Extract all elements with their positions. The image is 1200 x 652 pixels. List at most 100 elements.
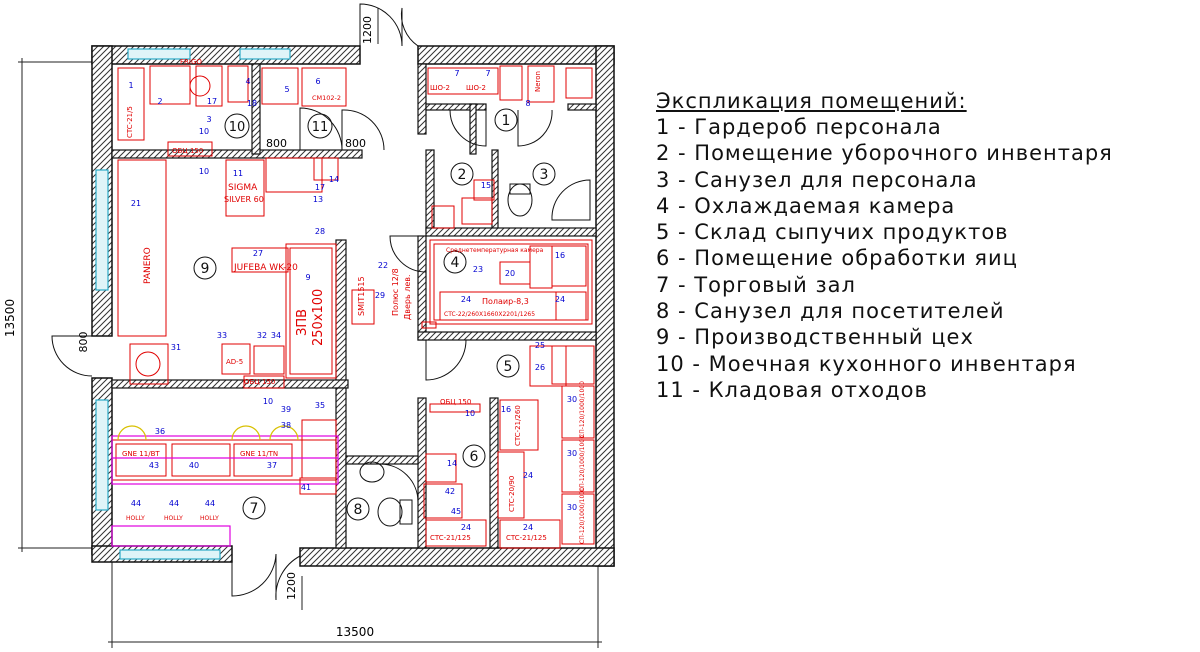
room-label-3: 3 [540,167,549,183]
room-label-5: 5 [504,359,513,375]
eq-num-30a: 30 [567,395,577,404]
eq-num-24e: 24 [523,471,533,480]
eq-num-38: 38 [281,421,291,430]
eq-text-zpv: 250x100 [311,289,326,346]
eq-text-holly-3: HOLLY [200,515,219,522]
eq-num-1: 1 [128,81,133,90]
eq-num-7b: 7 [485,69,490,78]
eq-text-shelf-3: СП-120/1000/1000 [579,487,586,544]
eq-text-obsh-3: ОБЦ 150 [440,398,471,406]
eq-text-zpv2: ЗПВ [295,309,310,336]
eq-text-panero: PANERO [143,247,153,284]
eq-num-41: 41 [301,483,311,492]
dimension-lines [18,8,602,648]
eq-text-ctc2: CTC-22/260X1660X2201/1265 [444,311,535,318]
legend-item-1: 1 - Гардероб персонала [656,115,942,139]
legend-item-3: 3 - Санузел для персонала [656,167,978,192]
legend-item-4: 4 - Охлаждаемая камера [656,193,956,218]
eq-num-13: 13 [313,195,323,204]
eq-num-14b: 14 [447,459,457,468]
eq-text-sho-2: ШО-2 [466,84,486,92]
eq-text-door: Дверь лев. [403,274,412,320]
room-label-9: 9 [201,261,210,277]
eq-num-17b: 17 [315,183,325,192]
eq-num-30b: 30 [567,449,577,458]
equipment [111,65,595,549]
legend-item-8: 8 - Санузел для посетителей [656,299,1005,324]
room-label-10: 10 [229,120,246,135]
eq-num-24c: 24 [461,523,471,532]
eq-num-22: 22 [378,261,388,270]
eq-num-24a: 24 [461,295,471,304]
chairs [117,425,299,441]
eq-num-44b: 44 [169,499,179,508]
eq-num-30c: 30 [567,503,577,512]
eq-num-17a: 17 [207,97,217,106]
eq-text-frigo: FRIGO [180,58,202,66]
eq-text-holly-1: HOLLY [126,515,145,522]
eq-num-4: 4 [245,77,250,86]
equipment-labels: FRIGO CTC-21/5 CM102-2 ШО-2 ШО-2 Neron О… [122,58,586,544]
eq-num-26: 26 [535,363,545,372]
eq-num-14a: 14 [329,175,339,184]
eq-num-7a: 7 [454,69,459,78]
eq-text-smit: SMIT1515 [357,276,366,316]
display-counter-lines [111,435,339,547]
room-legend: Экспликация помещений: 1 - Гардероб перс… [656,88,1200,403]
eq-text-obsh-1: ОБЦ 150 [172,147,203,155]
eq-text-ctc-1: CTC-21/5 [126,106,134,138]
eq-text-ctc-b1: CTC-21/125 [430,534,471,542]
eq-text-obsh-2: ОБЦ 150 [244,378,275,386]
eq-num-8: 8 [525,99,530,108]
eq-num-28: 28 [315,227,325,236]
eq-num-2: 2 [157,97,162,106]
sanitary-fixtures [359,179,591,527]
eq-num-25: 25 [535,341,545,350]
legend-item-5: 5 - Склад сыпучих продуктов [656,220,1009,245]
eq-num-24d: 24 [523,523,533,532]
eq-text-sigma: SIGMA [228,183,258,193]
eq-num-16a: 16 [555,251,565,260]
dim-door-mid-2: 800 [345,137,366,150]
room-labels: 1 2 3 4 5 6 7 8 9 10 11 [193,108,556,521]
eq-text-polar: Полаир-8,3 [482,297,529,306]
legend-item-9: 9 - Производственный цех [656,325,974,350]
eq-text-shelf-1: СП-120/1000/1000 [579,381,586,438]
outer-walls [91,45,615,567]
eq-text-ad: AD-5 [226,358,243,366]
eq-num-11: 11 [233,169,243,178]
eq-num-45: 45 [451,507,461,516]
eq-num-10b: 10 [199,167,209,176]
equipment-numbers: 1 2 3 4 5 6 7 7 8 9 10 10 10 10 11 13 14… [128,69,577,532]
legend-item-6: 6 - Помещение обработки яиц [656,246,1018,271]
eq-text-shelf-2: СП-120/1000/1000 [579,435,586,492]
eq-num-31: 31 [171,343,181,352]
dim-height-total: 13500 [3,299,17,337]
eq-text-ctc-b2: CTC-21/125 [506,534,547,542]
legend-item-2: 2 - Помещение уборочного инвентаря [656,141,1113,166]
inner-walls [111,63,597,549]
dim-door-mid-1: 800 [266,137,287,150]
eq-num-27: 27 [253,249,263,258]
room-label-7: 7 [250,501,259,517]
eq-num-40: 40 [189,461,199,470]
eq-text-gne: GNE 11/TN [240,450,278,458]
eq-text-ctc-c: CTC-20/90 [508,476,516,512]
room-label-11: 11 [312,120,329,135]
doors [51,3,553,601]
eq-text-jufeba: JUFEBA WK-20 [233,263,298,273]
legend-item-7: 7 - Торговый зал [656,272,856,297]
eq-num-42: 42 [445,487,455,496]
eq-num-10a: 10 [199,127,209,136]
eq-num-35: 35 [315,401,325,410]
eq-num-10d: 10 [465,409,475,418]
legend-title: Экспликация помещений: [656,89,967,113]
eq-num-33: 33 [217,331,227,340]
eq-num-44a: 44 [131,499,141,508]
eq-num-32: 32 [257,331,267,340]
eq-num-29: 29 [375,291,385,300]
eq-num-20: 20 [505,269,515,278]
windows [95,48,291,560]
dim-width-total: 13500 [336,625,374,639]
